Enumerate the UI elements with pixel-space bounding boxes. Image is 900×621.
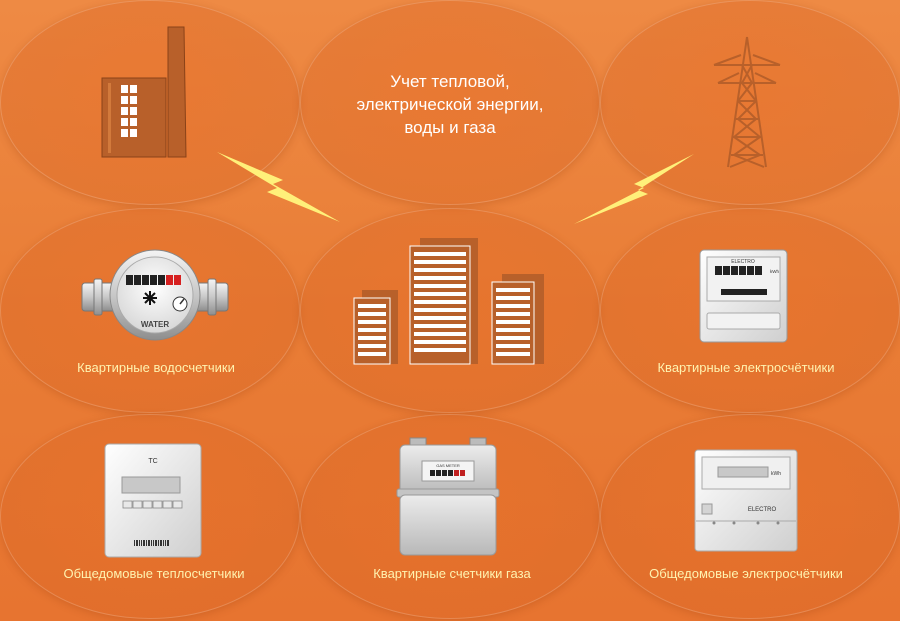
page-title: Учет тепловой, электрической энергии, во… (300, 70, 600, 139)
lightning-icon (574, 154, 694, 224)
electro-house-label: ELECTRO (748, 507, 777, 513)
caption-heat: Общедомовые теплосчетчики (63, 566, 245, 581)
caption-electro-apt: Квартирные электросчётчики (657, 360, 835, 375)
caption-electro-house: Общедомовые электросчётчики (649, 566, 843, 581)
factory-icon (101, 26, 187, 158)
title-line-2: электрической энергии, (356, 95, 544, 114)
electro-house-unit: kWh (771, 471, 781, 477)
lightning-icon (217, 152, 340, 222)
heat-meter-label: TC (148, 458, 157, 465)
title-line-3: воды и газа (404, 118, 496, 137)
gas-meter-icon: GAS METER (396, 437, 500, 556)
title-line-1: Учет тепловой, (390, 72, 510, 91)
electricity-meter-icon: ELECTRO kWh (699, 249, 788, 343)
heat-meter-icon: TC (104, 443, 202, 558)
electro-apt-unit: kWh (770, 269, 779, 274)
ellipse-title (300, 0, 600, 205)
electricity-meter-icon: kWh ELECTRO (694, 449, 798, 552)
power-tower-icon (713, 36, 781, 168)
caption-gas: Квартирные счетчики газа (373, 566, 531, 581)
buildings-icon (353, 238, 544, 365)
water-meter-icon: WATER (81, 249, 229, 341)
ellipse-tower (600, 0, 900, 205)
electro-apt-label: ELECTRO (731, 259, 755, 265)
caption-water: Квартирные водосчетчики (77, 360, 235, 375)
gas-meter-label: GAS METER (436, 463, 460, 468)
water-meter-label: WATER (141, 320, 170, 329)
